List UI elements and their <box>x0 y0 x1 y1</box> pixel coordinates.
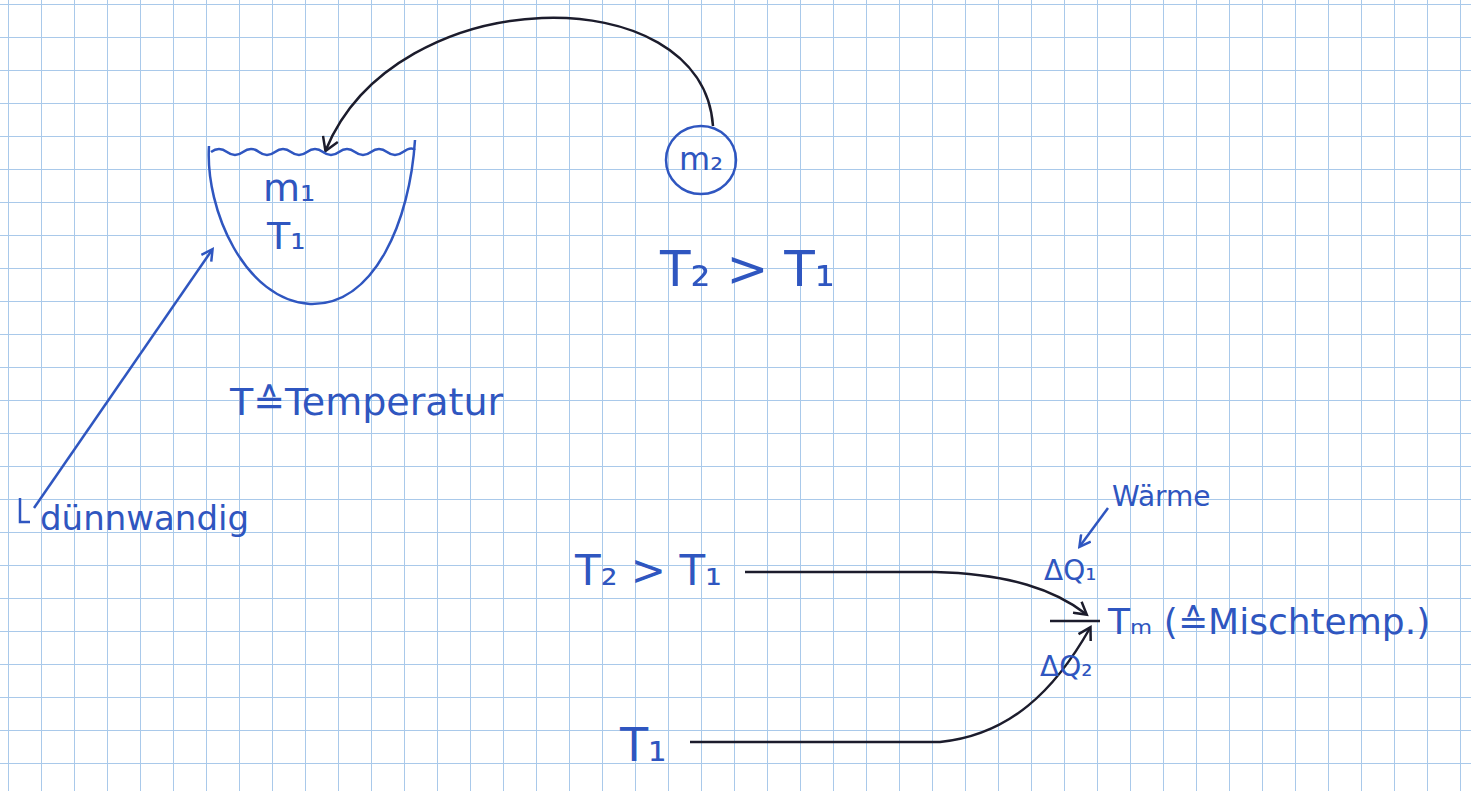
water-bowl: m₁ T₁ <box>205 140 417 306</box>
note-label: Tₘ (≙Mischtemp.) <box>1108 602 1430 642</box>
heat-flow-line <box>745 572 1086 614</box>
mass-body: m₂ <box>664 124 738 196</box>
water-surface <box>211 148 415 155</box>
mass-label: m₁ <box>263 168 315 210</box>
leader-line <box>20 498 30 522</box>
mass-label: m₂ <box>679 142 723 177</box>
mix-line <box>1050 620 1100 623</box>
note-label: T₁ <box>620 720 667 771</box>
note-label: Wärme <box>1112 482 1211 513</box>
throw-arrow <box>326 18 713 150</box>
pointer-arrow <box>1080 508 1108 546</box>
leader-line <box>34 250 212 508</box>
note-label: ΔQ₂ <box>1040 652 1092 683</box>
temperature-label: T₁ <box>267 216 305 258</box>
note-label: ΔQ₁ <box>1044 556 1096 587</box>
note-label: T₂ > T₁ <box>575 548 722 594</box>
note-label: dünnwandig <box>40 500 249 537</box>
heat-flow-line <box>690 628 1090 742</box>
bowl-outline <box>205 140 417 306</box>
note-label: T₂ > T₁ <box>660 242 835 297</box>
note-label: T≙Temperatur <box>230 382 503 424</box>
